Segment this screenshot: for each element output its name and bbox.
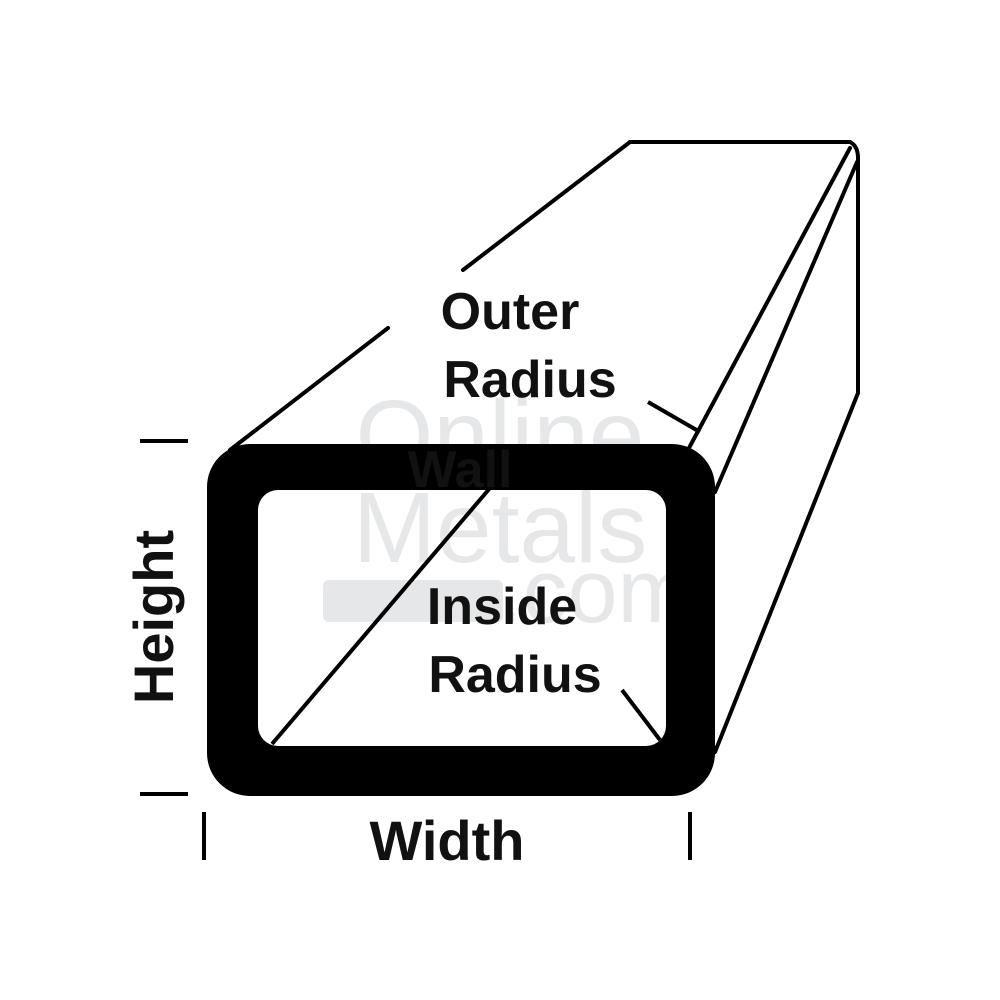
inside-radius-leader [620,688,662,742]
outer-radius-leader [647,400,701,434]
label-height: Height [122,530,185,704]
watermark: Online Metals .com [323,380,693,642]
top-left-edge-upper [461,140,632,272]
label-width: Width [370,809,525,872]
wall-inner-diagonal [270,486,492,746]
label-inside-radius-line2: Radius [428,646,601,704]
watermark-line3: .com [497,542,692,642]
watermark-line2: Metals [353,472,648,584]
top-right-edge-outer [713,160,859,494]
labels: Outer Radius Wall Inside Radius Height W… [122,283,617,872]
top-left-edge-lower [228,326,390,452]
label-inside-radius-line1: Inside [427,578,577,636]
label-outer-radius-line1: Outer [441,283,580,341]
bottom-right-edge [713,391,860,754]
label-wall: Wall [408,441,513,499]
back-outer-corner [848,140,860,160]
tube-cross-section-wall [207,444,715,796]
tube-outline [228,140,860,754]
watermark-bar [323,580,503,622]
dimension-ticks [140,439,692,860]
label-outer-radius-line2: Radius [443,351,616,409]
top-right-edge-inner [687,146,852,450]
